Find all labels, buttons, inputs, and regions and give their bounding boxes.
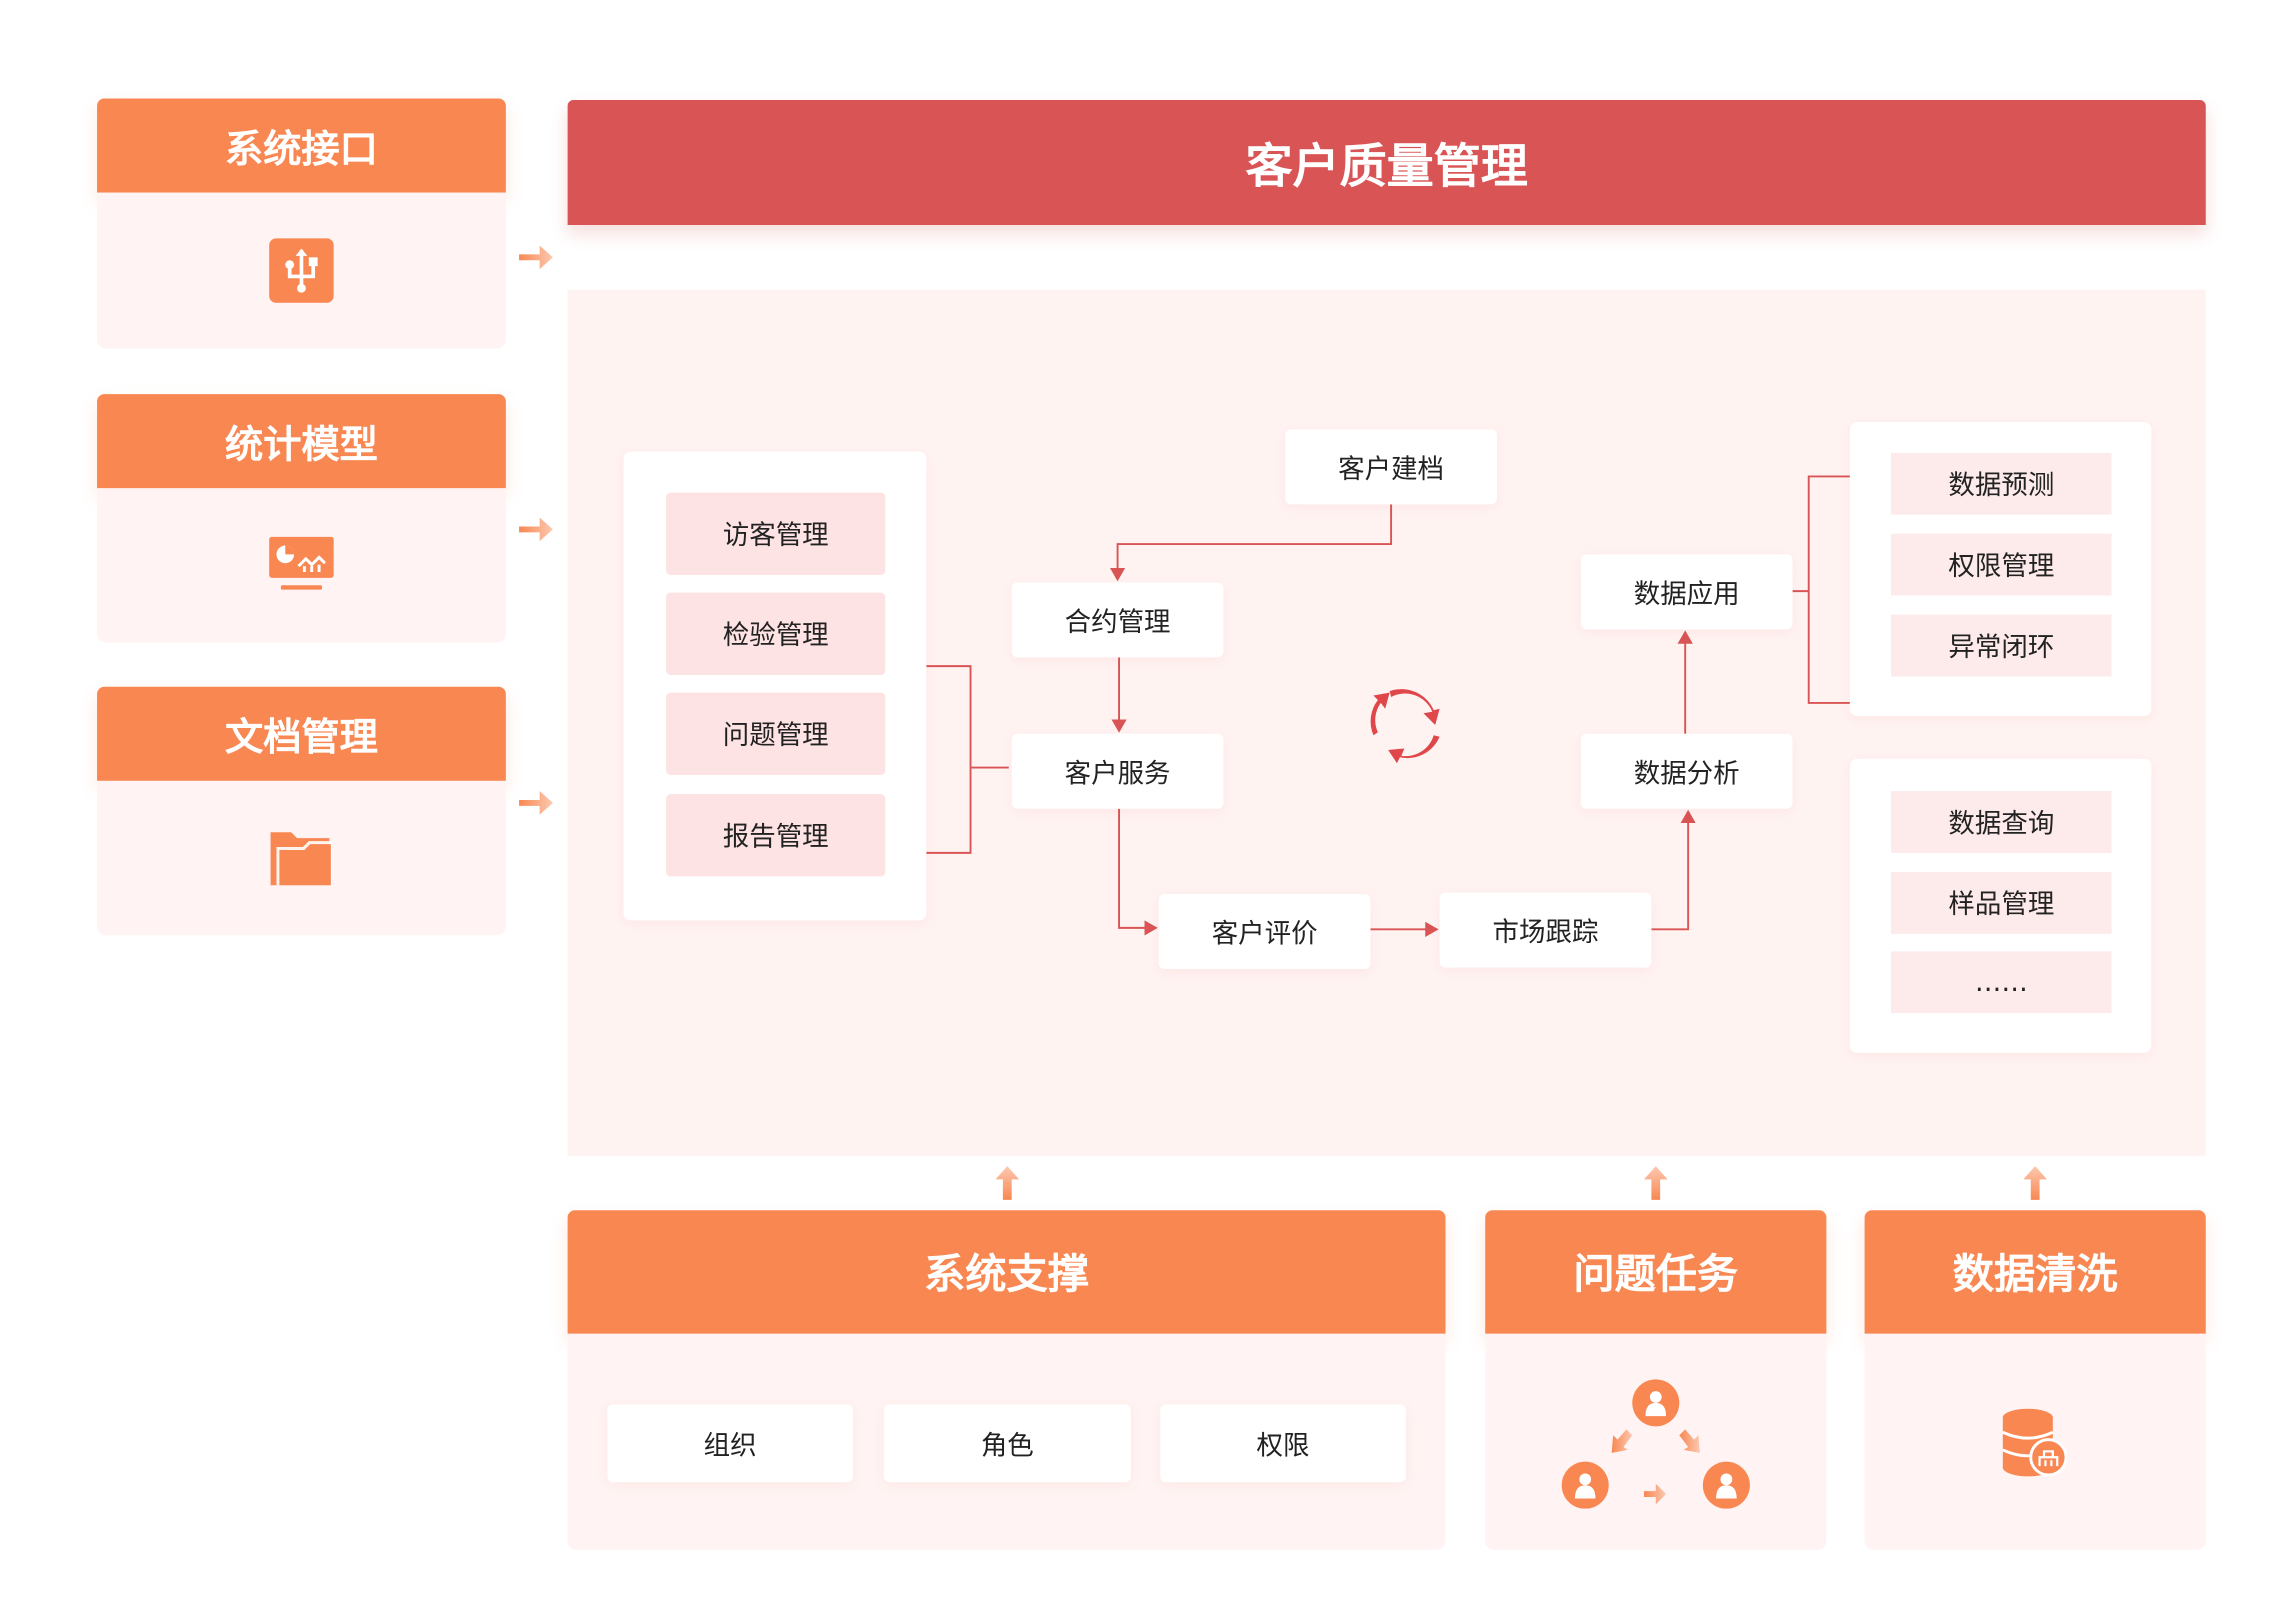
arrow-right-icon bbox=[519, 245, 553, 270]
node-customer-archive: 客户建档 bbox=[1285, 429, 1497, 505]
arrow-up-icon bbox=[995, 1166, 1020, 1200]
module-header-document-management: 文档管理 bbox=[97, 686, 506, 781]
arrow-right-icon bbox=[519, 517, 553, 542]
item-exception-closed-loop: 异常闭环 bbox=[1891, 614, 2112, 677]
module-header-issue-tasks: 问题任务 bbox=[1485, 1210, 1827, 1334]
node-data-application: 数据应用 bbox=[1580, 554, 1793, 630]
module-header-statistics-model: 统计模型 bbox=[97, 394, 506, 489]
node-data-analysis: 数据分析 bbox=[1580, 733, 1793, 809]
item-report-management: 报告管理 bbox=[666, 794, 886, 877]
module-body-data-cleaning bbox=[1864, 1333, 2206, 1550]
item-more: …… bbox=[1891, 951, 2112, 1014]
item-permission: 权限 bbox=[1160, 1404, 1406, 1483]
module-body-system-interface bbox=[97, 192, 506, 349]
item-organization: 组织 bbox=[607, 1404, 853, 1483]
node-customer-evaluation: 客户评价 bbox=[1158, 894, 1371, 970]
cycle-icon bbox=[1370, 689, 1440, 764]
usb-icon bbox=[269, 238, 334, 303]
up-arrows bbox=[995, 1166, 2047, 1200]
module-header-data-cleaning: 数据清洗 bbox=[1864, 1210, 2206, 1334]
module-body-statistics-model bbox=[97, 488, 506, 643]
arrow-up-icon bbox=[1644, 1166, 1668, 1200]
arrow-up-icon bbox=[2023, 1166, 2047, 1200]
user-flow-icon bbox=[1561, 1378, 1750, 1508]
item-data-query: 数据查询 bbox=[1891, 791, 2112, 853]
node-customer-service: 客户服务 bbox=[1011, 733, 1224, 809]
item-permission-management: 权限管理 bbox=[1891, 533, 2112, 596]
arrow-right-icon bbox=[519, 791, 553, 815]
item-role: 角色 bbox=[883, 1404, 1131, 1483]
page-title: 客户质量管理 bbox=[567, 99, 2206, 225]
item-data-prediction: 数据预测 bbox=[1891, 452, 2112, 515]
database-clean-icon bbox=[2002, 1408, 2068, 1476]
node-market-tracking: 市场跟踪 bbox=[1439, 892, 1652, 968]
chart-monitor-icon bbox=[269, 535, 334, 589]
module-header-system-interface: 系统接口 bbox=[97, 98, 506, 193]
item-inspection-management: 检验管理 bbox=[666, 592, 886, 675]
module-body-issue-tasks bbox=[1485, 1333, 1827, 1550]
module-header-system-support: 系统支撑 bbox=[567, 1210, 1446, 1334]
item-visitor-management: 访客管理 bbox=[666, 492, 886, 575]
folder-icon bbox=[270, 831, 333, 885]
item-sample-management: 样品管理 bbox=[1891, 872, 2112, 934]
side-arrows bbox=[519, 245, 553, 815]
module-body-document-management bbox=[97, 780, 506, 936]
node-contract-management: 合约管理 bbox=[1011, 582, 1224, 658]
item-issue-management: 问题管理 bbox=[666, 692, 886, 775]
